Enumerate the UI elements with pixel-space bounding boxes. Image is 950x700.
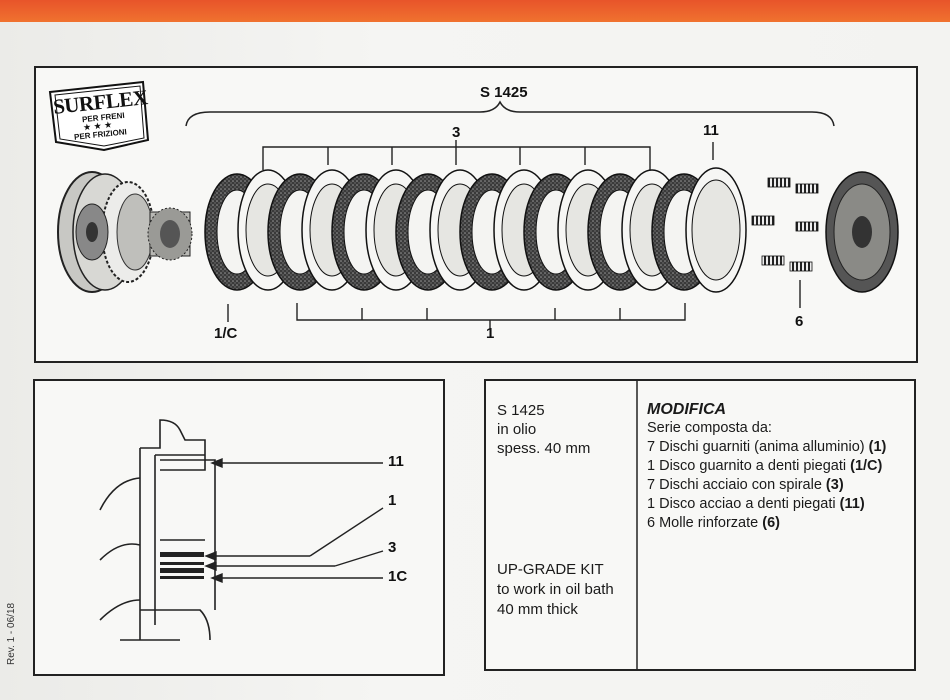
clutch-basket <box>57 171 155 293</box>
revision-note: Rev. 1 - 06/18 <box>6 602 17 665</box>
label-part-11: 11 <box>703 122 719 139</box>
section-view-box <box>33 379 445 676</box>
label-part-3: 3 <box>452 124 461 141</box>
disc-stack <box>204 167 747 293</box>
label-part-1c: 1/C <box>214 325 238 342</box>
kit-oil: in olio <box>497 421 537 438</box>
upgrade-line: to work in oil bath <box>497 581 614 598</box>
upgrade-line: 40 mm thick <box>497 601 578 618</box>
bracket-3 <box>262 140 651 170</box>
kit-thickness: spess. 40 mm <box>497 440 591 457</box>
label-kit-code: S 1425 <box>480 84 528 101</box>
pressure-plate <box>825 171 899 293</box>
modifica-title: MODIFICA <box>647 401 727 418</box>
kit-code: S 1425 <box>497 402 545 419</box>
modifica-block: MODIFICA Serie composta da: 7 Dischi gua… <box>647 400 886 533</box>
section-arrows <box>204 457 384 584</box>
info-box <box>484 379 916 671</box>
bracket-1 <box>296 303 686 328</box>
modifica-intro: Serie composta da: <box>647 420 772 436</box>
modifica-item: 1 Disco guarnito a denti piegati (1/C) <box>647 458 883 474</box>
section-label-1: 1 <box>388 492 397 509</box>
clutch-hub <box>147 207 193 261</box>
springs <box>751 177 819 272</box>
label-part-6: 6 <box>795 313 804 330</box>
label-part-1: 1 <box>486 325 495 342</box>
upgrade-note: UP-GRADE KIT to work in oil bath 40 mm t… <box>497 560 614 620</box>
kit-spec: S 1425 in olio spess. 40 mm <box>497 401 590 458</box>
modifica-item: 1 Disco acciao a denti piegati (11) <box>647 496 865 512</box>
section-label-3: 3 <box>388 539 397 556</box>
kit-brace <box>185 100 835 127</box>
section-label-1c: 1C <box>388 568 408 585</box>
surflex-logo <box>48 80 150 152</box>
section-label-11: 11 <box>388 453 404 470</box>
modifica-item: 6 Molle rinforzate (6) <box>647 515 780 531</box>
modifica-item: 7 Dischi guarniti (anima alluminio) (1) <box>647 439 887 455</box>
orange-header-band <box>0 0 950 22</box>
section-discs <box>160 552 204 579</box>
upgrade-line: UP-GRADE KIT <box>497 561 604 578</box>
modifica-item: 7 Dischi acciaio con spirale (3) <box>647 477 844 493</box>
